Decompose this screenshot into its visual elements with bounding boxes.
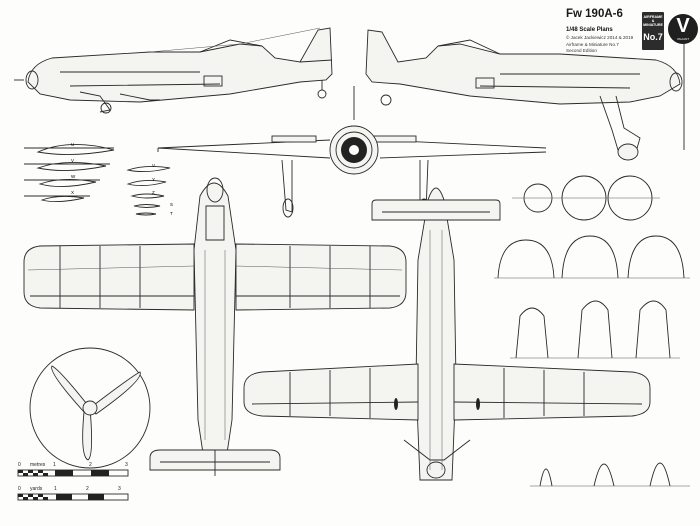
- metres-tick-2: 2: [89, 462, 92, 468]
- yards-label: yards: [30, 486, 43, 492]
- wing-sections: [24, 144, 171, 216]
- section-label-w: W: [71, 174, 76, 179]
- yards-tick-2: 2: [86, 486, 89, 492]
- section-label-s: S: [170, 202, 173, 207]
- section-label-z: Z: [152, 190, 155, 195]
- side-profile-right: [365, 20, 685, 161]
- metres-label: metres: [30, 462, 46, 468]
- series-line: Airframe & Miniature No.7: [566, 42, 619, 47]
- section-label-x: X: [71, 190, 74, 195]
- metres-tick-3: 3: [125, 462, 128, 468]
- badge-number: No.7: [643, 32, 663, 42]
- series-badge: AIRFRAME & MINIATURE No.7: [642, 12, 664, 50]
- section-label-v2: V: [152, 163, 155, 168]
- publisher-logo: V VALIANT: [668, 14, 698, 44]
- logo-name: VALIANT: [676, 37, 690, 41]
- edition-line: Second Edition: [566, 48, 597, 53]
- bottom-view: [243, 187, 651, 481]
- metres-tick-1: 1: [53, 462, 56, 468]
- side-profile-left: [14, 27, 333, 114]
- yards-tick-3: 3: [118, 486, 121, 492]
- plan-title: Fw 190A-6: [566, 8, 623, 20]
- section-label-y: Y: [152, 177, 155, 182]
- copyright-line: © Jacek Jackiewicz 2014 & 2019: [566, 35, 634, 40]
- propeller-view: [29, 347, 151, 469]
- section-label-v: V: [71, 158, 74, 163]
- logo-letter: V: [676, 15, 690, 37]
- top-view: [23, 177, 407, 476]
- metres-tick-0: 0: [18, 462, 21, 468]
- section-label-t: T: [170, 211, 173, 216]
- scale-bar: [17, 469, 129, 501]
- yards-tick-0: 0: [18, 486, 21, 492]
- badge-series-name: AIRFRAME & MINIATURE: [643, 15, 663, 27]
- fuselage-sections: [494, 175, 690, 487]
- scale-title: 1/48 Scale Plans: [566, 27, 613, 33]
- section-label-u: U: [71, 142, 74, 147]
- yards-tick-1: 1: [54, 486, 57, 492]
